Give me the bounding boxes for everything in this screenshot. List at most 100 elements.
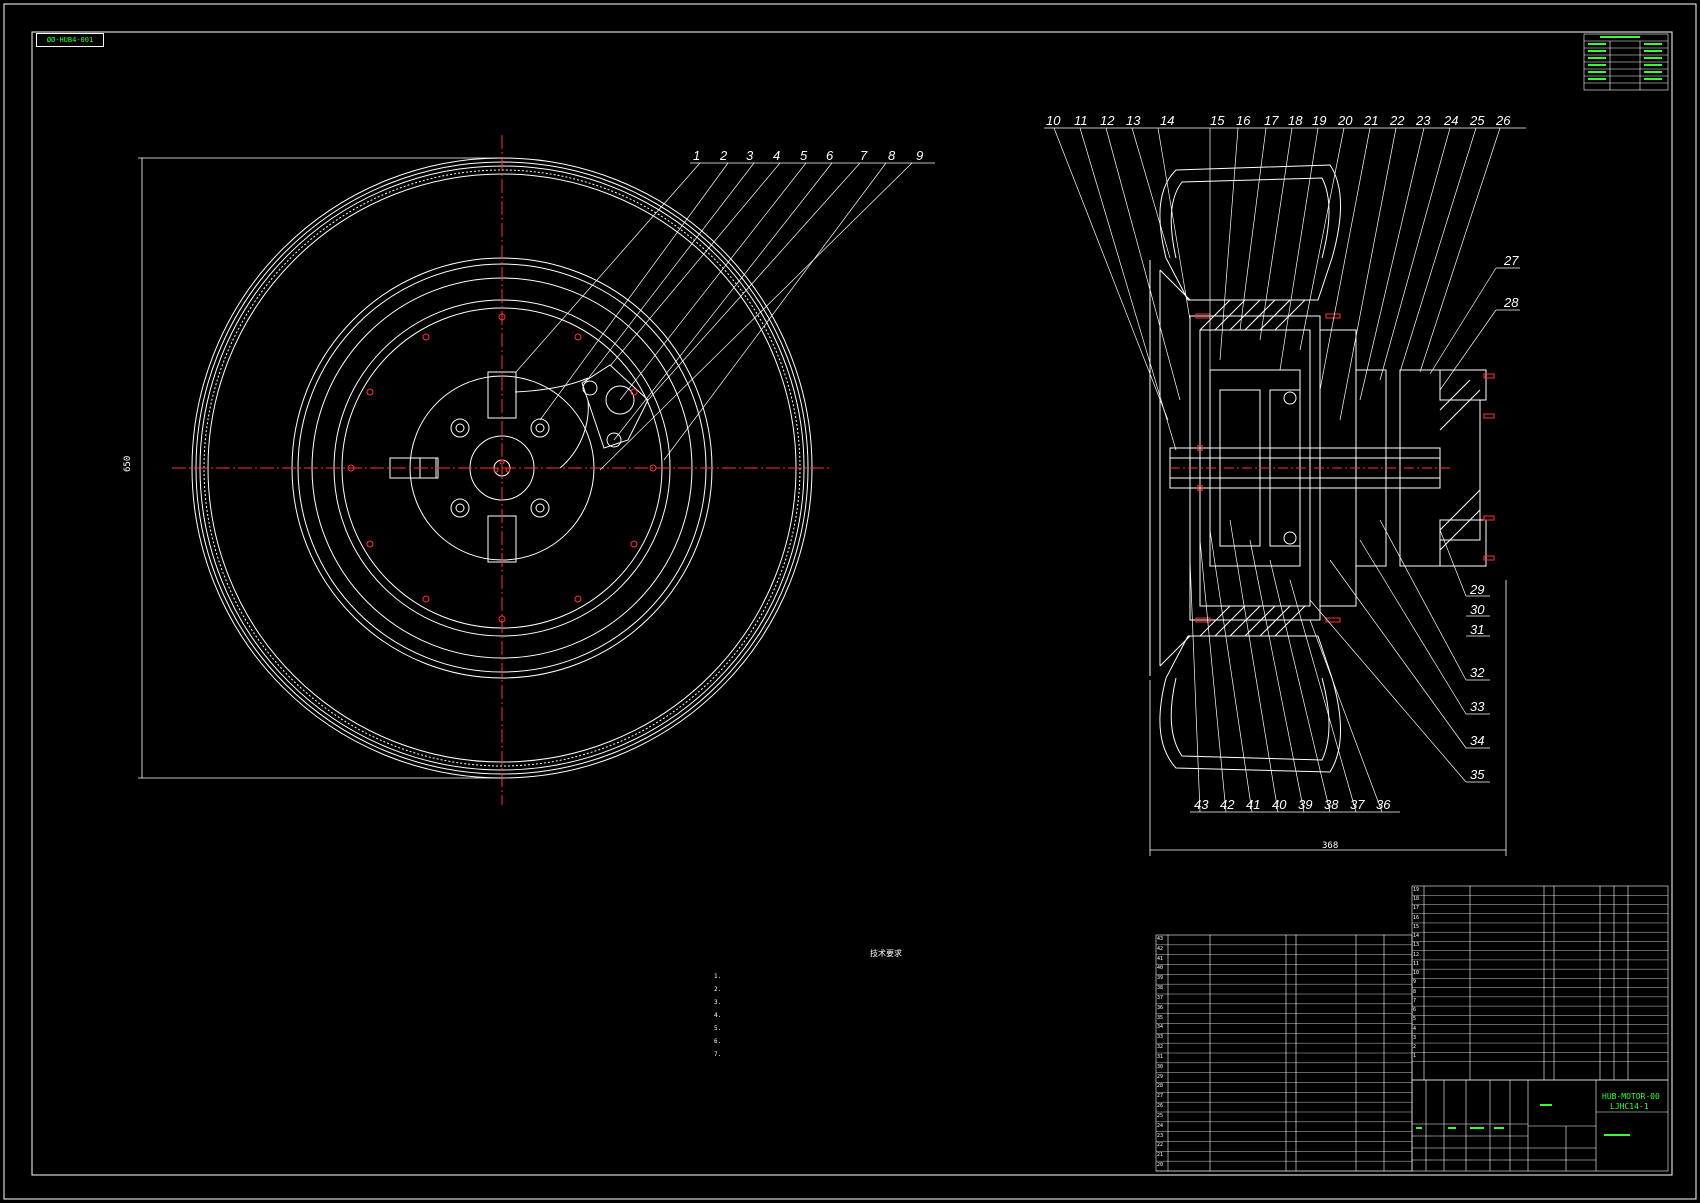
bom-row-number: 1: [1413, 1053, 1417, 1060]
bom-row-number: 23: [1157, 1132, 1164, 1139]
bom-right-grid: [1411, 885, 1669, 1081]
part-label-31: 31: [1470, 622, 1485, 637]
bom-left-rows: [1156, 944, 1412, 1172]
part-label-3: 3: [746, 148, 754, 163]
bom-row-number: 20: [1157, 1162, 1164, 1169]
part-label-33: 33: [1470, 699, 1485, 714]
part-label-29: 29: [1470, 582, 1485, 597]
bom-row-number: 16: [1413, 914, 1420, 921]
bom-row-number: 41: [1157, 955, 1164, 962]
part-label-1: 1: [693, 148, 701, 163]
title-block-green-marks: [1416, 1104, 1630, 1136]
bom-row-number: 18: [1413, 896, 1420, 903]
part-label-6: 6: [826, 148, 834, 163]
front-view-centerlines: [172, 135, 830, 805]
bom-row-number: 40: [1157, 965, 1164, 972]
part-label-28: 28: [1504, 295, 1519, 310]
bom-row-number: 7: [1413, 997, 1417, 1004]
part-label-19: 19: [1312, 113, 1327, 128]
bom-right-rows: [1412, 895, 1668, 1062]
bom-row-number: 2: [1413, 1043, 1417, 1050]
bom-row-number: 38: [1157, 985, 1164, 992]
part-label-15: 15: [1210, 113, 1225, 128]
section-leaders-bottom: [1189, 519, 1400, 813]
part-label-42: 42: [1220, 797, 1235, 812]
bom-row-number: 35: [1157, 1014, 1164, 1021]
front-view-leaders: [515, 162, 935, 471]
bom-row-number: 28: [1157, 1083, 1164, 1090]
bom-row-number: 26: [1157, 1103, 1164, 1110]
technical-requirements-title: 技术要求: [870, 949, 902, 958]
part-label-13: 13: [1126, 113, 1141, 128]
bom-row-number: 5: [1413, 1016, 1417, 1023]
bom-row-number: 15: [1413, 923, 1420, 930]
height-dimension-text: 650: [123, 456, 133, 472]
part-label-34: 34: [1470, 733, 1485, 748]
part-label-20: 20: [1338, 113, 1353, 128]
bom-row-number: 36: [1157, 1004, 1164, 1011]
part-label-25: 25: [1470, 113, 1485, 128]
part-label-26: 26: [1496, 113, 1511, 128]
bom-row-number: 17: [1413, 905, 1420, 912]
section-leaders-top: [1044, 127, 1526, 451]
bom-row-number: 14: [1413, 933, 1420, 940]
bom-row-number: 32: [1157, 1044, 1164, 1051]
bom-row-number: 42: [1157, 945, 1164, 952]
part-label-12: 12: [1100, 113, 1115, 128]
bom-row-number: 10: [1413, 970, 1420, 977]
bom-row-number: 27: [1157, 1093, 1164, 1100]
part-label-30: 30: [1470, 602, 1485, 617]
bom-row-number: 8: [1413, 988, 1417, 995]
part-label-4: 4: [773, 148, 781, 163]
top-right-info-marks: [1588, 36, 1662, 80]
bom-row-number: 29: [1157, 1073, 1164, 1080]
part-label-39: 39: [1298, 797, 1313, 812]
part-label-14: 14: [1160, 113, 1175, 128]
top-right-info-table: [1583, 33, 1669, 91]
title-block: [1411, 1079, 1669, 1172]
part-label-37: 37: [1350, 797, 1365, 812]
requirement-line: 3.: [714, 999, 722, 1006]
part-label-27: 27: [1504, 253, 1519, 268]
bom-row-number: 43: [1157, 936, 1164, 942]
bom-row-number: 9: [1413, 979, 1417, 986]
requirement-line: 6.: [714, 1038, 722, 1045]
bom-row-number: 39: [1157, 975, 1164, 982]
part-label-23: 23: [1416, 113, 1431, 128]
technical-requirements: 技术要求 1. 2. 3. 4. 5. 6. 7.: [714, 948, 944, 1064]
bom-row-number: 30: [1157, 1063, 1164, 1070]
requirement-line: 5.: [714, 1025, 722, 1032]
part-label-24: 24: [1444, 113, 1459, 128]
bom-row-number: 4: [1413, 1025, 1417, 1032]
height-dimension: [138, 157, 502, 779]
part-label-21: 21: [1364, 113, 1379, 128]
width-dimension-text: 368: [1322, 841, 1338, 851]
requirement-line: 2.: [714, 986, 722, 993]
part-label-22: 22: [1390, 113, 1405, 128]
part-label-43: 43: [1194, 797, 1209, 812]
part-label-18: 18: [1288, 113, 1303, 128]
bom-row-number: 11: [1413, 960, 1420, 967]
bom-row-number: 13: [1413, 942, 1420, 949]
part-label-5: 5: [800, 148, 808, 163]
part-label-16: 16: [1236, 113, 1251, 128]
bom-row-number: 6: [1413, 1007, 1417, 1014]
bom-row-number: 25: [1157, 1112, 1164, 1119]
part-label-32: 32: [1470, 665, 1485, 680]
outer-frame: [3, 3, 1697, 1200]
part-label-38: 38: [1324, 797, 1339, 812]
bom-row-number: 37: [1157, 994, 1164, 1001]
part-label-35: 35: [1470, 767, 1485, 782]
part-label-9: 9: [916, 148, 924, 163]
part-label-7: 7: [860, 148, 868, 163]
title-block-code: LJHC14-1: [1610, 1102, 1649, 1111]
part-label-8: 8: [888, 148, 896, 163]
bom-row-number: 12: [1413, 951, 1420, 958]
part-label-40: 40: [1272, 797, 1287, 812]
part-label-2: 2: [720, 148, 728, 163]
part-label-41: 41: [1246, 797, 1261, 812]
bom-row-number: 24: [1157, 1122, 1164, 1129]
